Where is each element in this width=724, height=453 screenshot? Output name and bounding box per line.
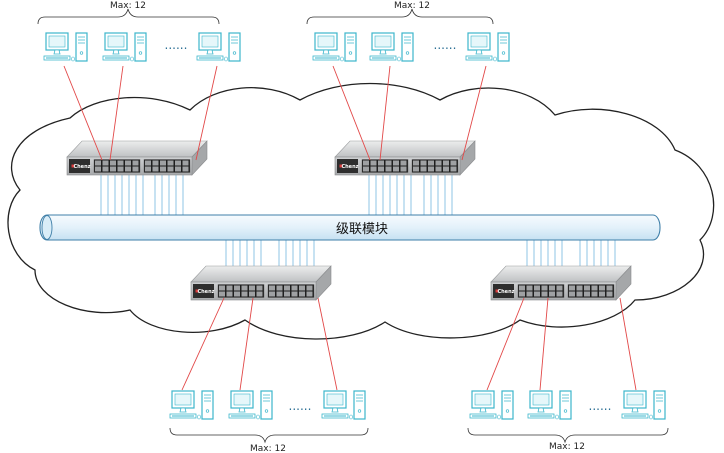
uplink-cables — [100, 175, 616, 272]
computer-icon — [321, 390, 366, 420]
network-cloud — [7, 82, 715, 340]
group-bottom-right: ...... Max: 12 — [467, 390, 669, 452]
group-bottom-left: ...... Max: 12 — [169, 390, 369, 453]
switch-top-left — [66, 140, 208, 176]
computer-icon — [465, 32, 510, 62]
switch-bottom-left — [190, 265, 332, 301]
ellipsis: ...... — [589, 399, 612, 413]
group-top-right: Max: 12 ...... — [306, 1, 510, 62]
computer-icon — [527, 390, 572, 420]
computer-icon — [469, 390, 514, 420]
ellipsis: ...... — [434, 38, 457, 52]
ellipsis: ...... — [165, 38, 188, 52]
max-label: Max: 12 — [250, 444, 286, 453]
max-label: Max: 12 — [394, 1, 430, 11]
computer-icon — [369, 32, 414, 62]
group-top-left: Max: 12 ...... — [37, 1, 241, 62]
cascade-bus: 级联模块 — [39, 214, 661, 241]
computer-icon — [102, 32, 147, 62]
computer-icon — [228, 390, 273, 420]
switch-bottom-right — [490, 265, 632, 301]
max-label: Max: 12 — [549, 442, 585, 452]
cascade-bus-label: 级联模块 — [336, 222, 388, 237]
computer-icon — [196, 32, 241, 62]
max-label: Max: 12 — [110, 1, 146, 11]
computer-icon — [312, 32, 357, 62]
pc-cables — [63, 65, 637, 391]
computer-icon — [169, 390, 214, 420]
computer-icon — [621, 390, 666, 420]
switch-top-right — [334, 140, 476, 176]
computer-icon — [43, 32, 88, 62]
ellipsis: ...... — [289, 399, 312, 413]
